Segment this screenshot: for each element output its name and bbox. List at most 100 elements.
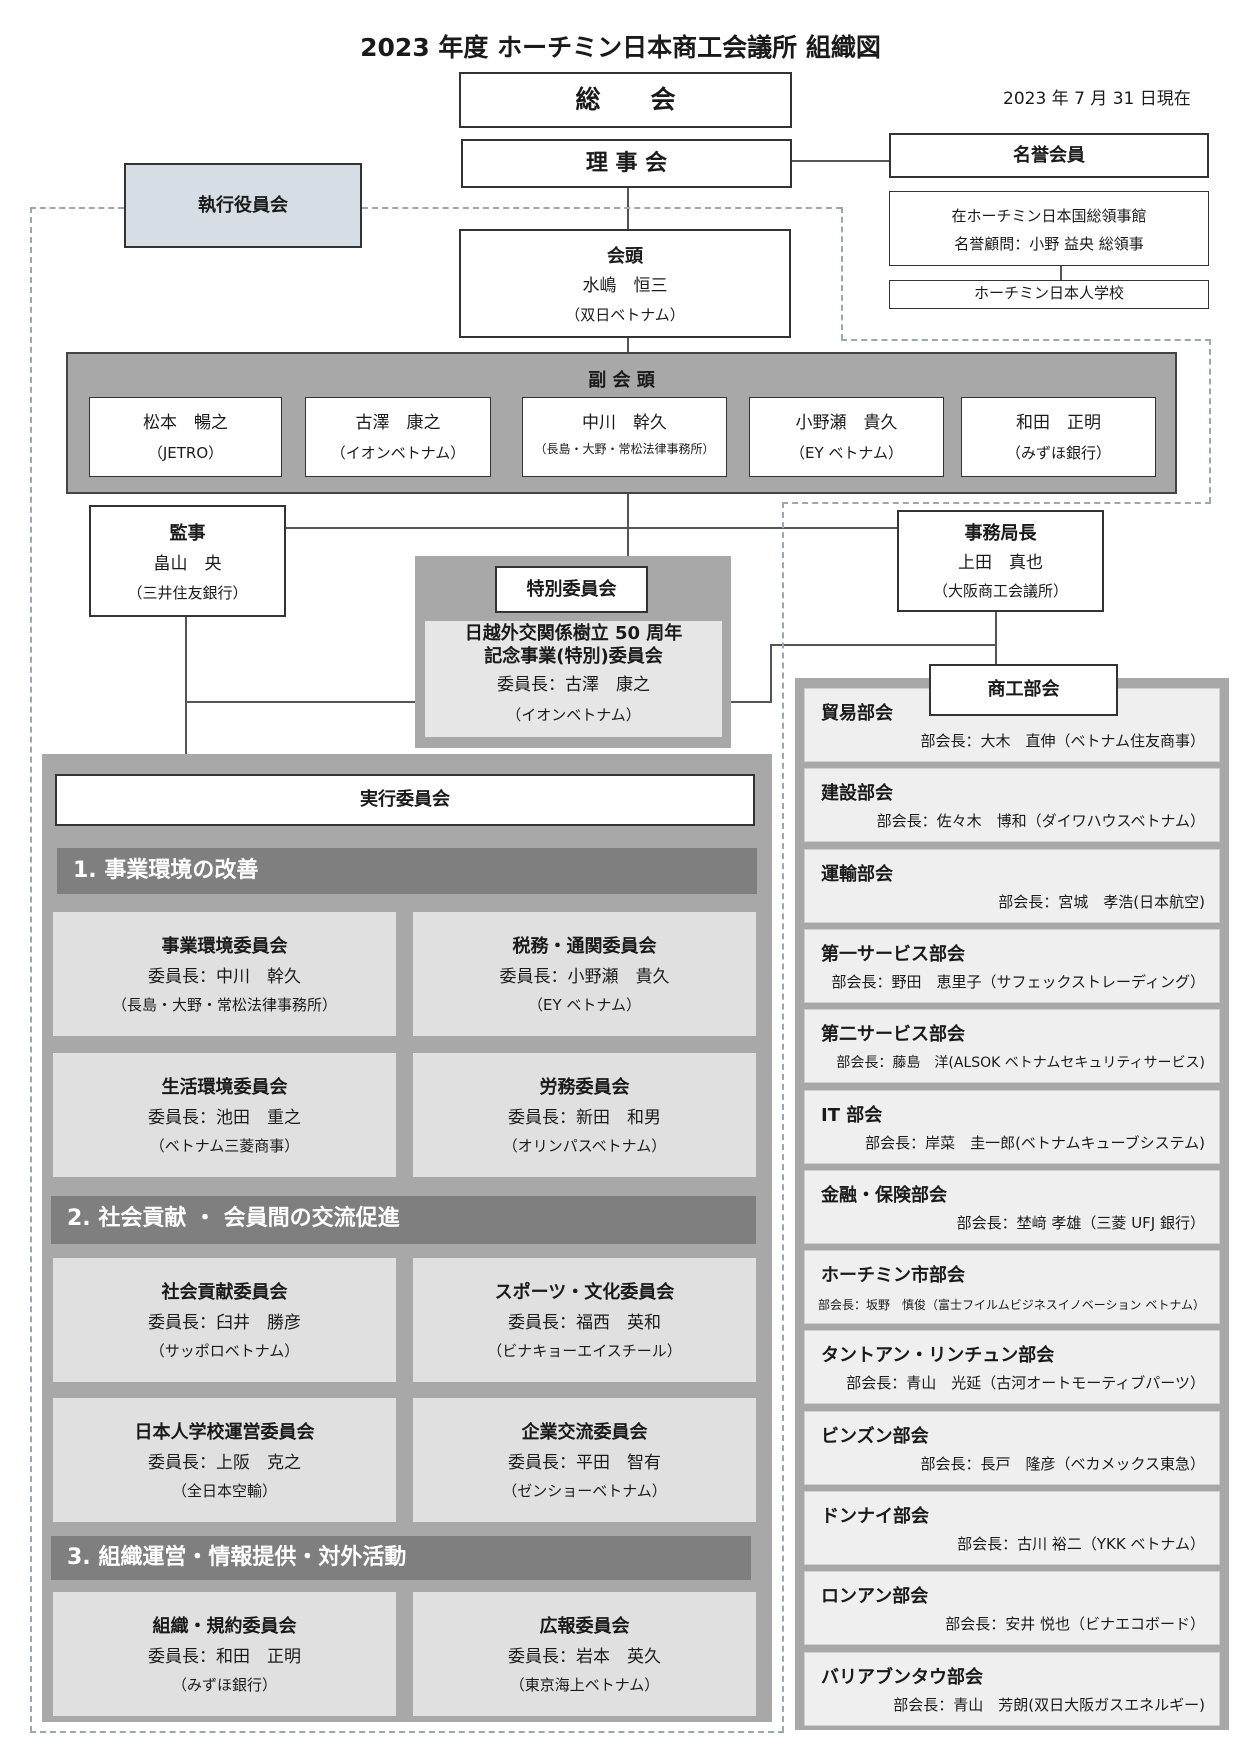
- department-head: 部会長：青山 光延（古河オートモーティブパーツ）: [846, 1374, 1205, 1392]
- committee-org: （ゼンショーベトナム）: [502, 1482, 667, 1500]
- special-committee-detail: 日越外交関係樹立 50 周年 記念事業(特別)委員会 委員長：古澤 康之 （イオ…: [425, 621, 722, 737]
- committee-name: 労務委員会: [539, 1077, 630, 1098]
- general-assembly-box: 総 会: [459, 72, 792, 128]
- chairman-box: 会頭 水嶋 恒三 （双日ベトナム）: [459, 229, 791, 338]
- chairman-title: 会頭: [607, 246, 643, 267]
- committee-org: （EY ベトナム）: [528, 996, 641, 1014]
- committee-org: （オリンパスベトナム）: [502, 1137, 667, 1155]
- department-box: ドンナイ部会部会長：古川 裕二（YKK ベトナム）: [804, 1491, 1220, 1565]
- committee-cell: 社会貢献委員会委員長：臼井 勝彦 （サッポロベトナム）: [53, 1258, 396, 1382]
- exec-boundary-mid-drop: [841, 207, 843, 340]
- department-name: 第一サービス部会: [821, 944, 965, 965]
- department-head: 部会長：坂野 慎俊（富士フイルムビジネスイノベーション ベトナム）: [818, 1298, 1205, 1312]
- executive-officers-box: 執行役員会: [124, 163, 362, 248]
- connector-vice-down: [627, 494, 629, 556]
- japanese-school-name: ホーチミン日本人学校: [973, 284, 1124, 302]
- connector-chairman-vice: [627, 338, 629, 354]
- special-committee-line1: 日越外交関係樹立 50 周年: [464, 623, 683, 644]
- chairman-name: 水嶋 恒三: [582, 276, 668, 296]
- department-head: 部会長：埜﨑 孝雄（三菱 UFJ 銀行）: [956, 1214, 1205, 1232]
- committee-name: 生活環境委員会: [161, 1077, 288, 1098]
- consulate-name: 在ホーチミン日本国総領事館: [951, 207, 1147, 225]
- department-name: 金融・保険部会: [821, 1185, 947, 1206]
- special-committee-title-box: 特別委員会: [495, 566, 648, 613]
- page-title: 2023 年度 ホーチミン日本商工会議所 組織図: [360, 33, 881, 62]
- committee-cell: スポーツ・文化委員会委員長：福西 英和（ビナキョーエイスチール）: [413, 1258, 756, 1382]
- executive-committee-title: 実行委員会: [360, 789, 450, 810]
- japanese-school-box: ホーチミン日本人学校: [889, 280, 1209, 309]
- committee-cell: 労務委員会委員長：新田 和男 （オリンパスベトナム）: [413, 1053, 756, 1177]
- committee-name: 組織・規約委員会: [152, 1616, 297, 1637]
- vice-chairman-org: （JETRO）: [147, 444, 224, 462]
- department-name: IT 部会: [821, 1105, 883, 1126]
- secretary-general-box: 事務局長 上田 真也 （大阪商工会議所）: [897, 510, 1104, 612]
- connector-secretary-special-v: [770, 644, 772, 702]
- secretary-general-name: 上田 真也: [958, 553, 1043, 573]
- exec-boundary-right-step: [841, 339, 1211, 341]
- vice-chairman-org: （イオンベトナム）: [330, 444, 466, 462]
- section-3-label: 3. 組織運営・情報提供・対外活動: [67, 1545, 407, 1570]
- chairman-org: （双日ベトナム）: [565, 306, 685, 324]
- auditor-box: 監事 畠山 央 （三井住友銀行）: [89, 505, 286, 617]
- committee-head: 委員長：臼井 勝彦: [148, 1313, 301, 1333]
- consulate-advisor: 名誉顧問：小野 益央 総領事: [954, 235, 1144, 253]
- committee-org: （ビナキョーエイスチール）: [487, 1342, 682, 1360]
- department-name: 第二サービス部会: [821, 1024, 965, 1045]
- secretary-general-title: 事務局長: [964, 523, 1037, 544]
- committee-head: 委員長：新田 和男: [508, 1108, 661, 1128]
- commerce-title-box: 商工部会: [929, 664, 1118, 716]
- committee-org: （全日本空輸）: [171, 1482, 277, 1500]
- board-box: 理 事 会: [461, 139, 792, 188]
- committee-name: 社会貢献委員会: [161, 1282, 288, 1303]
- department-name: ビンズン部会: [821, 1426, 929, 1447]
- department-name: 建設部会: [821, 783, 893, 804]
- department-name: タントアン・リンチュン部会: [821, 1345, 1055, 1366]
- committee-cell: 企業交流委員会委員長：平田 智有（ゼンショーベトナム）: [413, 1398, 756, 1522]
- department-head: 部会長：宮城 孝浩(日本航空): [998, 893, 1205, 911]
- department-head: 部会長：大木 直伸（ベトナム住友商事）: [920, 732, 1205, 750]
- honorary-title-box: 名誉会員: [889, 133, 1209, 178]
- department-head: 部会長：長戸 隆彦（ベカメックス東急）: [920, 1455, 1205, 1473]
- department-box: IT 部会部会長：岸菜 圭一郎(ベトナムキューブシステム): [804, 1090, 1220, 1164]
- department-box: ホーチミン市部会部会長：坂野 慎俊（富士フイルムビジネスイノベーション ベトナム…: [804, 1250, 1220, 1324]
- as-of-date: 2023 年 7 月 31 日現在: [1003, 89, 1191, 109]
- department-box: バリアブンタウ部会部会長：青山 芳朗(双日大阪ガスエネルギー): [804, 1652, 1220, 1726]
- auditor-title: 監事: [169, 523, 206, 544]
- committee-org: （サッポロベトナム）: [149, 1342, 300, 1360]
- committee-head: 委員長：小野瀬 貴久: [499, 967, 670, 987]
- connector-special-right: [722, 701, 772, 703]
- vice-chairman-name: 小野瀬 貴久: [795, 413, 898, 433]
- section-2-header: 2. 社会貢献 ・ 会員間の交流促進: [51, 1196, 756, 1244]
- committee-head: 委員長：上阪 克之: [148, 1453, 301, 1473]
- vice-chairman-org: （長島・大野・常松法律事務所）: [534, 442, 715, 456]
- connector-auditor-special: [185, 701, 415, 703]
- committee-name: 広報委員会: [539, 1616, 630, 1637]
- consulate-box: 在ホーチミン日本国総領事館 名誉顧問：小野 益央 総領事: [889, 191, 1209, 266]
- department-head: 部会長：古川 裕二（YKK ベトナム）: [957, 1535, 1205, 1553]
- department-box: 建設部会部会長：佐々木 博和（ダイワハウスベトナム）: [804, 768, 1220, 842]
- department-head: 部会長：野田 恵里子（サフェックストレーディング）: [831, 973, 1205, 991]
- department-name: ロンアン部会: [821, 1586, 929, 1607]
- vice-chairman-name: 古澤 康之: [355, 413, 441, 433]
- department-head: 部会長：岸菜 圭一郎(ベトナムキューブシステム): [865, 1134, 1205, 1152]
- vice-chairman-org: （みずほ銀行）: [1005, 444, 1111, 462]
- department-name: 貿易部会: [821, 703, 893, 724]
- connector-honorary-school: [1060, 266, 1062, 280]
- committee-head: 委員長：池田 重之: [148, 1108, 301, 1128]
- exec-boundary-bottom: [30, 1731, 784, 1733]
- vice-chairman-org: （EY ベトナム）: [790, 444, 903, 462]
- department-box: ロンアン部会部会長：安井 悦也（ビナエコボード）: [804, 1571, 1220, 1645]
- committee-org: （ベトナム三菱商事）: [149, 1137, 300, 1155]
- vice-chairman-box: 和田 正明（みずほ銀行）: [961, 397, 1156, 477]
- connector-board-honorary: [789, 160, 889, 162]
- vice-chairman-box: 中川 幹久（長島・大野・常松法律事務所）: [522, 397, 727, 477]
- connector-auditor-secretary: [286, 527, 901, 529]
- exec-boundary-right-back: [782, 502, 1211, 504]
- exec-boundary-top-mid: [362, 207, 842, 209]
- special-committee-line2: 記念事業(特別)委員会: [484, 646, 663, 667]
- department-head: 部会長：青山 芳朗(双日大阪ガスエネルギー): [893, 1696, 1205, 1714]
- committee-org: （長島・大野・常松法律事務所）: [111, 996, 337, 1014]
- committee-head: 委員長：中川 幹久: [148, 967, 301, 987]
- committee-name: 企業交流委員会: [521, 1422, 648, 1443]
- committee-head: 委員長：福西 英和: [508, 1313, 661, 1333]
